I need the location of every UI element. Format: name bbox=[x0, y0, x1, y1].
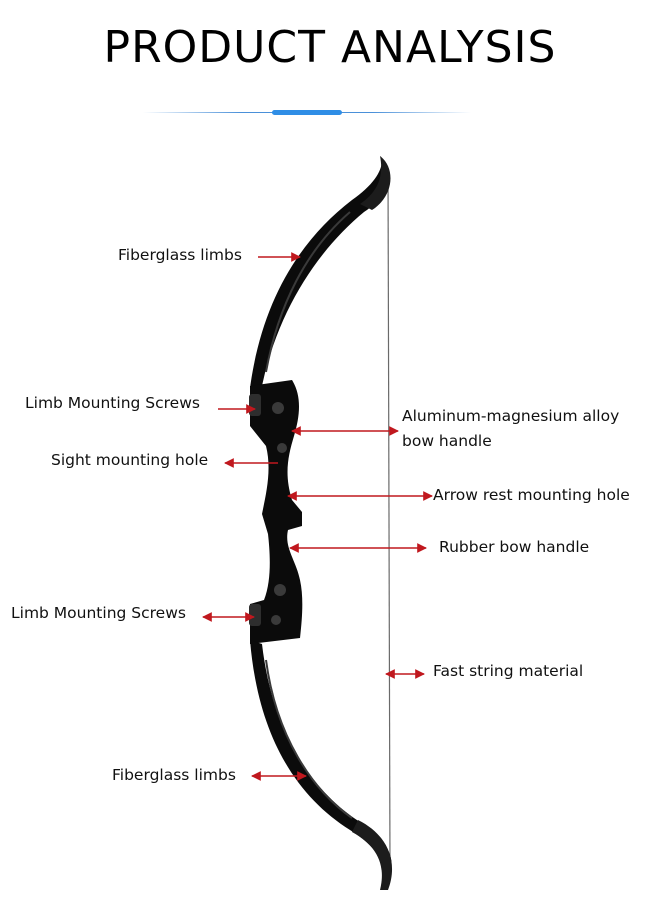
lower-limb-tip bbox=[352, 820, 393, 890]
upper-limb-tip bbox=[360, 156, 391, 210]
lower-limb-highlight bbox=[265, 659, 353, 819]
label-limb-mounting-screws-top: Limb Mounting Screws bbox=[25, 394, 200, 412]
riser-cutout-2 bbox=[277, 443, 287, 453]
limb-screw-bottom bbox=[249, 604, 261, 626]
page-title: PRODUCT ANALYSIS bbox=[103, 22, 557, 73]
label-rubber-bow-handle: Rubber bow handle bbox=[439, 538, 590, 556]
label-riser-material: Aluminum-magnesium alloy bow handle bbox=[402, 407, 620, 450]
limb-screw-top bbox=[249, 394, 261, 416]
label-arrow-rest-mounting-hole: Arrow rest mounting hole bbox=[433, 486, 630, 504]
riser-cutout-3 bbox=[274, 584, 286, 596]
upper-limb bbox=[250, 160, 387, 388]
riser bbox=[250, 380, 303, 644]
riser-cutout-1 bbox=[272, 402, 284, 414]
title-divider-accent bbox=[272, 110, 342, 115]
riser-cutout-4 bbox=[271, 615, 281, 625]
label-fiberglass-limbs-top: Fiberglass limbs bbox=[118, 246, 242, 264]
label-limb-mounting-screws-bottom: Limb Mounting Screws bbox=[11, 604, 186, 622]
label-fast-string-material: Fast string material bbox=[433, 662, 584, 680]
label-sight-mounting-hole: Sight mounting hole bbox=[51, 451, 209, 469]
label-fiberglass-limbs-bottom: Fiberglass limbs bbox=[112, 766, 236, 784]
upper-limb-highlight bbox=[265, 211, 351, 373]
bow-string bbox=[387, 167, 391, 873]
